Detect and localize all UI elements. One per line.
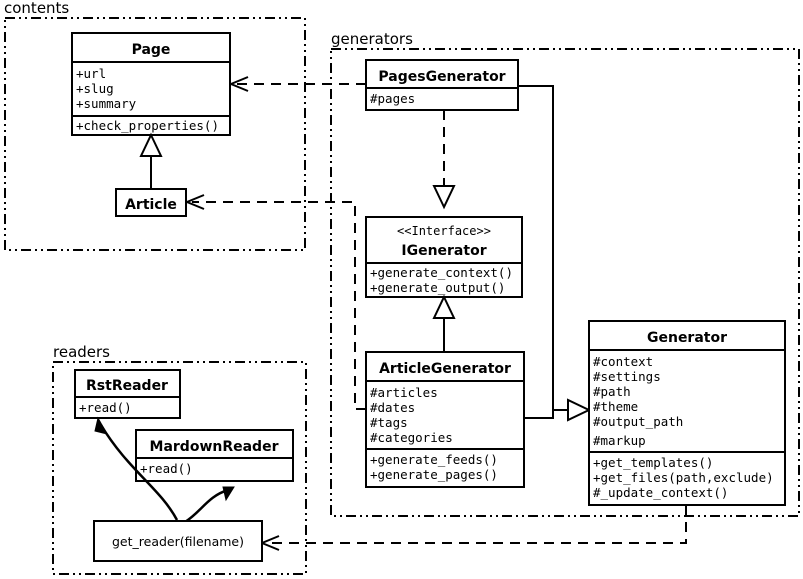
dependency-generator-to-getreader (259, 505, 687, 551)
class-igenerator[interactable]: <<Interface>> IGenerator +generate_conte… (365, 216, 523, 298)
class-mardownreader-method: +read() (140, 461, 193, 476)
realization-pagesgenerator-igenerator-arrowhead (432, 185, 456, 210)
class-generator-attribute: #path (593, 384, 631, 399)
class-mardownreader[interactable]: MardownReader +read() (135, 429, 294, 482)
dependency-articlegenerator-article-line (192, 201, 366, 410)
usage-getreader-rstreader-curve (99, 424, 179, 521)
generalization-pagesgenerator-to-generator (518, 85, 568, 411)
class-igenerator-method: +generate_output() (370, 280, 505, 295)
class-mardownreader-box[interactable] (135, 429, 294, 482)
dependency-articlegenerator-to-article (184, 194, 366, 410)
class-articlegenerator-method: +generate_feeds() (370, 452, 498, 467)
class-articlegenerator-attribute: #dates (370, 400, 415, 415)
class-page-attribute: +url (76, 66, 106, 81)
class-generator[interactable]: Generator #context #settings #path #them… (588, 320, 786, 506)
class-articlegenerator-attribute: #articles (370, 385, 438, 400)
class-generator-attribute: #markup (593, 433, 646, 448)
class-mardownreader-name: MardownReader (150, 439, 279, 455)
generalization-articlegenerator-to-igenerator (432, 294, 456, 352)
usage-getreader-mardownreader-arrowhead (222, 486, 235, 502)
package-contents-label: contents (4, 0, 69, 17)
class-articlegenerator-method: +generate_pages() (370, 467, 498, 482)
class-page-attribute: +slug (76, 81, 114, 96)
class-pagesgenerator-name: PagesGenerator (378, 69, 505, 85)
class-page[interactable]: Page +url +slug +summary +check_properti… (71, 32, 231, 136)
usage-getreader-mardownreader-curve (184, 488, 229, 524)
class-generator-attribute: #theme (593, 399, 638, 414)
generalization-articlegenerator-generator-line (524, 409, 568, 419)
class-generator-box[interactable] (588, 320, 786, 506)
function-get-reader[interactable]: get_reader(filename) (93, 520, 263, 562)
package-generators-label: generators (331, 30, 413, 48)
class-generator-attribute: #settings (593, 369, 661, 384)
class-generator-method: #_update_context() (593, 485, 728, 500)
package-readers-border (52, 361, 307, 575)
class-rstreader-method: +read() (79, 400, 132, 415)
class-igenerator-box[interactable] (365, 216, 523, 298)
class-articlegenerator[interactable]: ArticleGenerator #articles #dates #tags … (365, 351, 525, 488)
generalization-pagesgenerator-generator-line (518, 85, 568, 411)
class-generator-attribute: #output_path (593, 414, 683, 429)
dependency-pagesgenerator-to-page (228, 76, 366, 92)
package-generators-border (330, 48, 800, 517)
class-generator-method: +get_files(path,exclude) (593, 470, 774, 485)
class-articlegenerator-name: ArticleGenerator (379, 361, 511, 377)
usage-getreader-to-mardownreader (184, 486, 235, 524)
usage-getreader-to-rstreader (94, 416, 179, 521)
class-articlegenerator-attribute: #tags (370, 415, 408, 430)
class-rstreader-name: RstReader (86, 378, 168, 394)
class-generator-name: Generator (647, 330, 727, 346)
class-page-attribute: +summary (76, 96, 137, 111)
generalization-articlegenerator-to-generator (524, 398, 592, 422)
class-article-box[interactable] (115, 188, 187, 217)
class-article-name: Article (125, 197, 177, 213)
class-article[interactable]: Article (115, 188, 187, 217)
class-articlegenerator-attribute: #categories (370, 430, 453, 445)
class-pagesgenerator-attribute: #pages (370, 91, 415, 106)
package-readers-label: readers (53, 343, 110, 361)
class-generator-attribute: #context (593, 354, 653, 369)
class-rstreader-box[interactable] (74, 369, 181, 419)
class-igenerator-name: IGenerator (401, 243, 486, 259)
generalization-generator-arrowhead (567, 398, 592, 422)
package-generators: generators (330, 30, 800, 517)
class-articlegenerator-box[interactable] (365, 351, 525, 488)
class-pagesgenerator[interactable]: PagesGenerator #pages (365, 59, 519, 111)
class-generator-method: +get_templates() (593, 455, 713, 470)
class-rstreader[interactable]: RstReader +read() (74, 369, 181, 419)
generalization-article-page-arrowhead (139, 132, 163, 157)
class-page-method: +check_properties() (76, 118, 219, 133)
function-get-reader-label: get_reader(filename) (112, 534, 244, 549)
package-readers: readers (52, 343, 307, 575)
realization-pagesgenerator-to-igenerator (432, 110, 456, 210)
class-igenerator-stereotype: <<Interface>> (397, 224, 491, 238)
package-contents: contents (4, 0, 306, 251)
class-igenerator-method: +generate_context() (370, 265, 513, 280)
function-get-reader-box[interactable] (93, 520, 263, 562)
dependency-generator-getreader-line (267, 505, 687, 544)
generalization-article-to-page (139, 132, 163, 190)
usage-getreader-rstreader-arrowhead (94, 416, 109, 435)
generalization-articlegenerator-igenerator-arrowhead (432, 294, 456, 319)
class-page-name: Page (132, 42, 171, 58)
